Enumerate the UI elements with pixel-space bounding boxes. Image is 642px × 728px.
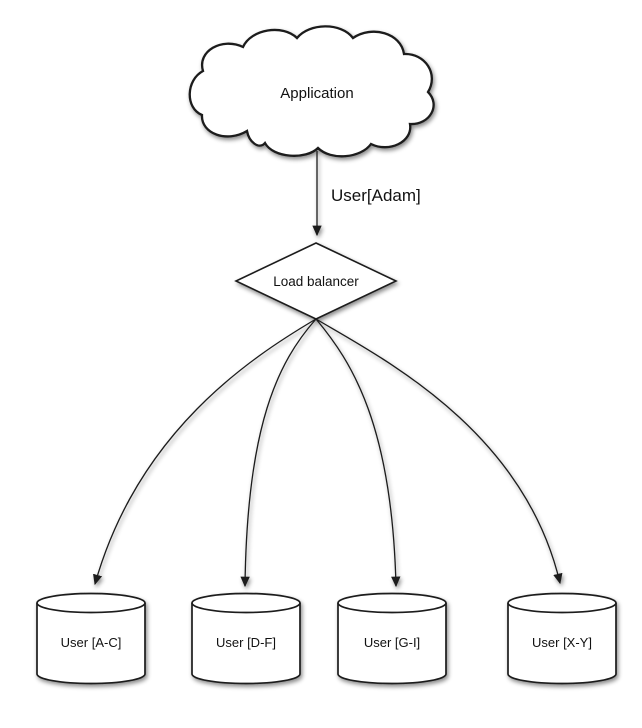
cylinder-top bbox=[507, 592, 617, 614]
cylinder-top bbox=[36, 592, 146, 614]
request-label: User[Adam] bbox=[331, 186, 421, 205]
load-balancer-label: Load balancer bbox=[273, 274, 359, 289]
application-cloud-shape bbox=[188, 25, 435, 158]
cylinder-top bbox=[337, 592, 447, 614]
route-arrow-shard-3 bbox=[315, 318, 401, 588]
shard-label-2: User [D-F] bbox=[216, 635, 276, 650]
shard-label-4: User [X-Y] bbox=[532, 635, 592, 650]
cylinder-body bbox=[337, 603, 447, 685]
shard-label-1: User [A-C] bbox=[61, 635, 122, 650]
shard-node-2 bbox=[191, 592, 301, 685]
cylinder-top bbox=[191, 592, 301, 614]
shard-node-1 bbox=[36, 592, 146, 685]
shard-node-3 bbox=[337, 592, 447, 685]
shard-label-3: User [G-I] bbox=[364, 635, 420, 650]
cylinder-body bbox=[507, 603, 617, 685]
cylinder-body bbox=[36, 603, 146, 685]
cylinder-body bbox=[191, 603, 301, 685]
route-arrow-shard-4 bbox=[315, 318, 563, 585]
route-arrow-shard-2 bbox=[240, 318, 317, 588]
shard-node-4 bbox=[507, 592, 617, 685]
application-label: Application bbox=[280, 85, 353, 102]
route-arrow-shard-1 bbox=[93, 318, 317, 586]
